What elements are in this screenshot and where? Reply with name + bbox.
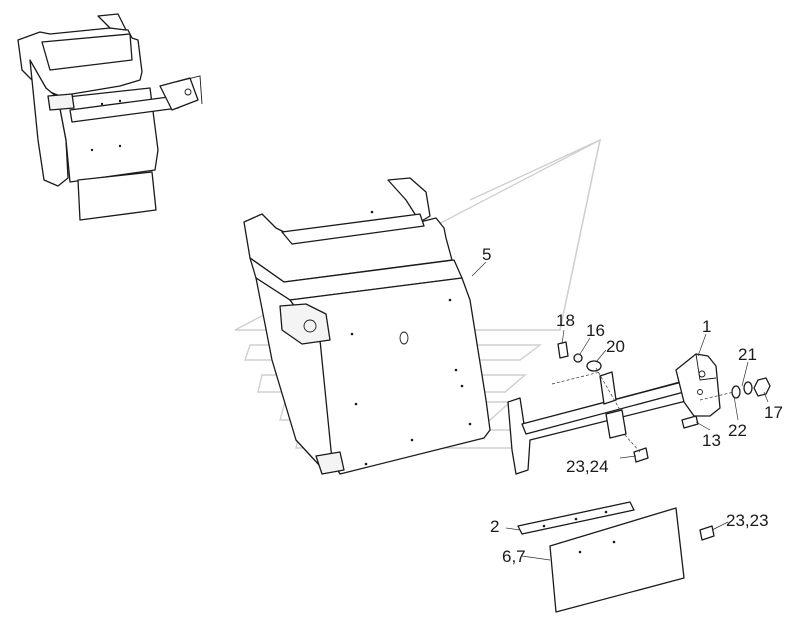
callout-6-7: 6,7 bbox=[502, 547, 526, 566]
fastener-18 bbox=[557, 341, 569, 359]
callout-18: 18 bbox=[556, 311, 575, 330]
callout-5: 5 bbox=[482, 245, 491, 264]
leader-lines bbox=[471, 261, 769, 561]
nut-21-22-17 bbox=[731, 377, 771, 399]
callout-23-23: 23,23 bbox=[726, 511, 769, 530]
reference-view-assembled bbox=[17, 13, 203, 221]
callout-20: 20 bbox=[606, 337, 625, 356]
strip-part-2 bbox=[517, 501, 635, 535]
bolt-23-23 bbox=[699, 525, 715, 541]
callout-16: 16 bbox=[586, 321, 605, 340]
callout-17: 17 bbox=[764, 403, 783, 422]
bracket-part-1 bbox=[507, 353, 721, 475]
mudflap-part-6-7 bbox=[549, 507, 685, 613]
mudguard-part-5 bbox=[243, 177, 491, 475]
callout-22: 22 bbox=[728, 421, 747, 440]
callout-labels: 5 18 16 20 1 21 17 22 13 23,24 2 6,7 23,… bbox=[482, 245, 783, 566]
callout-23-24: 23,24 bbox=[566, 457, 609, 476]
callout-1: 1 bbox=[702, 317, 711, 336]
callout-13: 13 bbox=[702, 431, 721, 450]
callout-2: 2 bbox=[490, 517, 499, 536]
bolt-23-24 bbox=[633, 447, 649, 463]
washer-20 bbox=[586, 360, 602, 372]
washer-16 bbox=[573, 353, 583, 363]
callout-21: 21 bbox=[738, 345, 757, 364]
